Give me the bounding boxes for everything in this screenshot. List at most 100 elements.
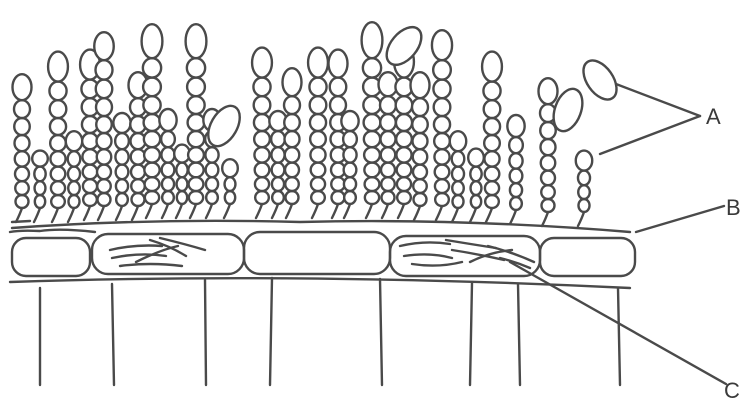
spore xyxy=(254,96,271,114)
spore xyxy=(144,131,160,147)
spore xyxy=(380,114,396,131)
terminal-spore xyxy=(468,149,484,167)
spore xyxy=(435,193,449,206)
spore xyxy=(310,96,327,114)
spore xyxy=(97,149,112,164)
label-b: B xyxy=(726,195,741,220)
spore xyxy=(115,133,129,149)
spore xyxy=(97,165,111,180)
spore xyxy=(541,171,555,186)
spore xyxy=(310,131,326,147)
leader-line-a-lower xyxy=(600,116,700,154)
spore xyxy=(254,147,269,162)
spore xyxy=(364,163,379,178)
spore xyxy=(131,179,145,193)
spore xyxy=(177,177,188,191)
spore xyxy=(187,96,204,114)
spore xyxy=(578,185,590,199)
spore xyxy=(541,139,556,155)
spore xyxy=(271,147,284,162)
terminal-spore xyxy=(308,48,328,78)
spore xyxy=(68,151,81,166)
spore xyxy=(396,96,413,114)
terminal-spore xyxy=(411,72,430,98)
spore xyxy=(542,199,555,212)
spore xyxy=(187,78,205,97)
spore xyxy=(310,147,325,162)
spore xyxy=(285,147,300,162)
spore-chain xyxy=(482,52,502,222)
detached-spore xyxy=(380,21,428,71)
spore xyxy=(143,96,160,114)
spore xyxy=(396,114,412,131)
spore xyxy=(381,147,396,162)
spore xyxy=(255,177,269,191)
spore xyxy=(188,147,204,162)
spore-chain xyxy=(362,22,383,218)
spore xyxy=(16,195,29,208)
spore xyxy=(50,100,67,118)
spore xyxy=(363,58,381,77)
leader-line-a-upper xyxy=(616,84,700,116)
spore xyxy=(68,195,79,208)
spore xyxy=(131,165,145,180)
spore xyxy=(381,177,395,191)
terminal-spore xyxy=(252,48,272,78)
spore xyxy=(365,191,379,204)
spore xyxy=(380,96,396,114)
spore xyxy=(452,195,463,208)
terminal-spore xyxy=(482,52,502,82)
spore xyxy=(471,195,481,208)
terminal-spore xyxy=(48,52,68,82)
spore xyxy=(189,177,204,191)
spore xyxy=(434,149,449,164)
terminal-spore xyxy=(32,151,48,167)
spore xyxy=(364,147,380,162)
spore xyxy=(115,149,128,164)
terminal-spore xyxy=(283,68,302,96)
spore xyxy=(510,197,522,210)
terminal-spore xyxy=(450,131,466,151)
spore xyxy=(206,191,218,204)
spore xyxy=(205,147,218,162)
spore xyxy=(189,191,203,204)
spore xyxy=(412,116,428,133)
spore xyxy=(35,195,45,208)
terminal-spore xyxy=(66,131,82,151)
spore xyxy=(144,147,160,162)
spore xyxy=(225,177,236,191)
spore xyxy=(15,151,30,166)
terminal-spore xyxy=(222,159,238,177)
spore xyxy=(381,131,396,147)
spore xyxy=(540,122,556,139)
spore xyxy=(253,78,270,97)
spore xyxy=(254,131,270,147)
terminal-spore xyxy=(159,109,176,131)
spore xyxy=(330,78,347,97)
spore-chain xyxy=(394,46,414,218)
spore xyxy=(98,193,111,206)
surface-cell xyxy=(12,238,90,276)
detached-spore xyxy=(577,55,624,106)
terminal-spore xyxy=(362,22,383,58)
surface-cell xyxy=(540,238,635,276)
spore xyxy=(131,149,146,164)
spore xyxy=(161,131,175,147)
spore-chain xyxy=(159,109,176,218)
spore xyxy=(484,100,501,118)
spore-chain xyxy=(32,151,48,222)
spore xyxy=(15,135,30,151)
spore xyxy=(285,131,300,147)
spore xyxy=(578,199,589,212)
spore xyxy=(434,133,450,149)
spore xyxy=(284,114,300,131)
spore xyxy=(145,191,159,204)
spore xyxy=(433,60,451,79)
spore xyxy=(343,131,357,147)
spore xyxy=(96,98,112,116)
spore xyxy=(145,177,160,191)
spore xyxy=(397,163,412,178)
spore xyxy=(162,163,175,178)
spore xyxy=(311,191,325,204)
spore xyxy=(343,147,356,162)
